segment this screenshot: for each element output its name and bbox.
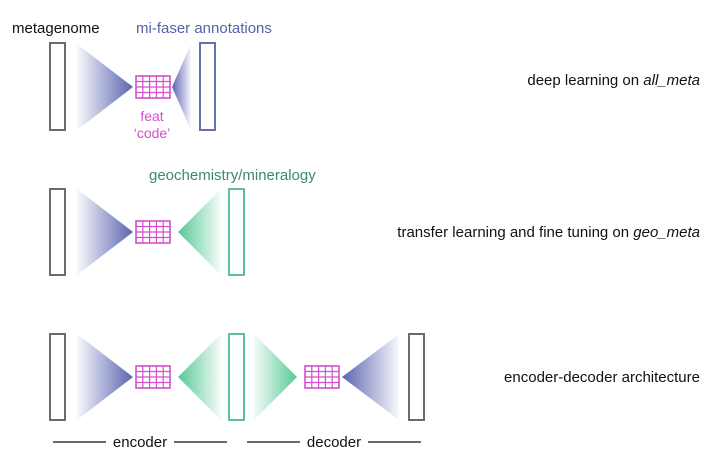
row-1: metagenome mi-faser annotations feat ‘co… [12, 20, 700, 141]
decoder-label: decoder [307, 434, 361, 451]
metagenome-input-box [49, 333, 66, 421]
decoder-geochemistry-triangle [254, 334, 297, 420]
geochemistry-box [228, 333, 245, 421]
row-1-description: deep learning on all_meta [527, 72, 700, 89]
decoder-triangle [342, 334, 399, 420]
geochemistry-label: geochemistry/mineralogy [149, 167, 316, 184]
geochemistry-triangle [178, 334, 221, 420]
feature-code-grid [304, 365, 340, 389]
metagenome-input-box [49, 42, 66, 131]
encoder-triangle [77, 44, 133, 130]
encoder-triangle [77, 334, 133, 420]
geochemistry-output-box [228, 188, 245, 276]
code-label: ‘code’ [134, 125, 171, 141]
feature-code-grid [135, 220, 171, 244]
mifaser-label: mi-faser annotations [136, 20, 272, 37]
mifaser-output-box [199, 42, 216, 131]
metagenome-output-box [408, 333, 425, 421]
row-3: encoder-decoder architecture encoder dec… [49, 333, 700, 451]
metagenome-input-box [49, 188, 66, 276]
annotation-encoder-triangle [172, 44, 191, 130]
feature-code-grid [135, 365, 171, 389]
feature-code-grid [135, 75, 171, 99]
feat-label: feat [140, 108, 163, 124]
row-2-description: transfer learning and fine tuning on geo… [397, 224, 700, 241]
metagenome-label: metagenome [12, 20, 100, 37]
encoder-label: encoder [113, 434, 167, 451]
encoder-triangle [77, 189, 133, 275]
geochemistry-triangle [178, 189, 221, 275]
row-2: geochemistry/mineralogy transfer learnin… [49, 167, 700, 276]
row-3-description: encoder-decoder architecture [504, 369, 700, 386]
